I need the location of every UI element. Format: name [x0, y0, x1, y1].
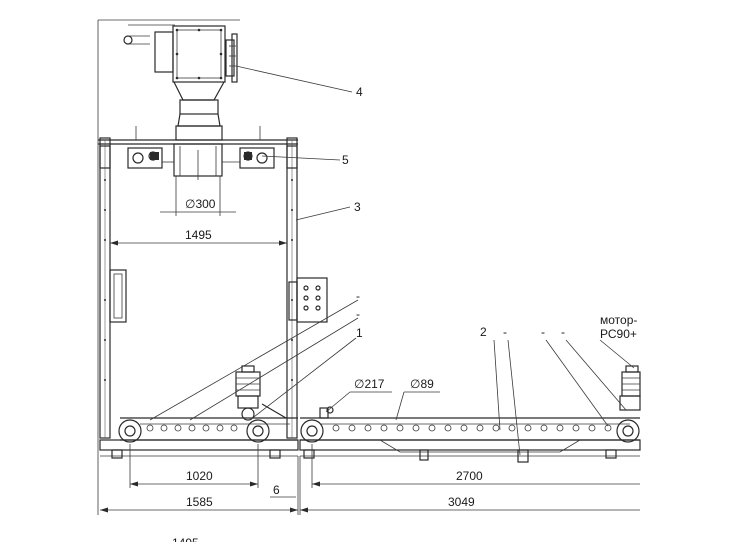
rollers-right	[332, 424, 612, 432]
dim-1495-bottom: 1495	[172, 536, 199, 542]
support-frame	[97, 20, 328, 515]
callout-dash-c: -	[503, 325, 507, 339]
dim-diameter-300: ∅300	[185, 197, 216, 211]
dim-1585: 1585	[186, 495, 213, 509]
callout-labels: 4 5 3 - - 1 2 - - - мотор- РС90+	[342, 85, 637, 341]
dim-2700: 2700	[456, 469, 483, 483]
conveyor-right	[299, 365, 641, 463]
dim-6: 6	[273, 483, 280, 497]
rollers-left	[146, 424, 238, 432]
dimension-lines	[100, 176, 640, 515]
post-bolts	[104, 179, 293, 381]
dim-3049: 3049	[448, 495, 475, 509]
dim-diameter-217: ∅217	[354, 377, 385, 391]
callout-dash-a: -	[356, 289, 360, 303]
hopper-assembly	[98, 19, 298, 180]
callout-2: 2	[480, 325, 487, 339]
callout-5: 5	[342, 153, 349, 167]
dim-diameter-89: ∅89	[410, 377, 434, 391]
callout-dash-b: -	[356, 307, 360, 321]
callout-4: 4	[356, 85, 363, 99]
callout-1: 1	[356, 326, 363, 340]
leader-lines	[149, 65, 635, 456]
dim-1495-top: 1495	[185, 228, 212, 242]
motor-note: мотор-	[600, 313, 637, 327]
callout-dash-d: -	[541, 325, 545, 339]
conveyor-left	[99, 365, 299, 459]
callout-dash-e: -	[561, 325, 565, 339]
dim-1020: 1020	[186, 469, 213, 483]
dimension-labels: ∅300 1495 ∅217 ∅89 1020 2700 6 1585 3049…	[172, 197, 483, 542]
callout-3: 3	[354, 200, 361, 214]
gearbox-note: РС90+	[600, 327, 637, 341]
